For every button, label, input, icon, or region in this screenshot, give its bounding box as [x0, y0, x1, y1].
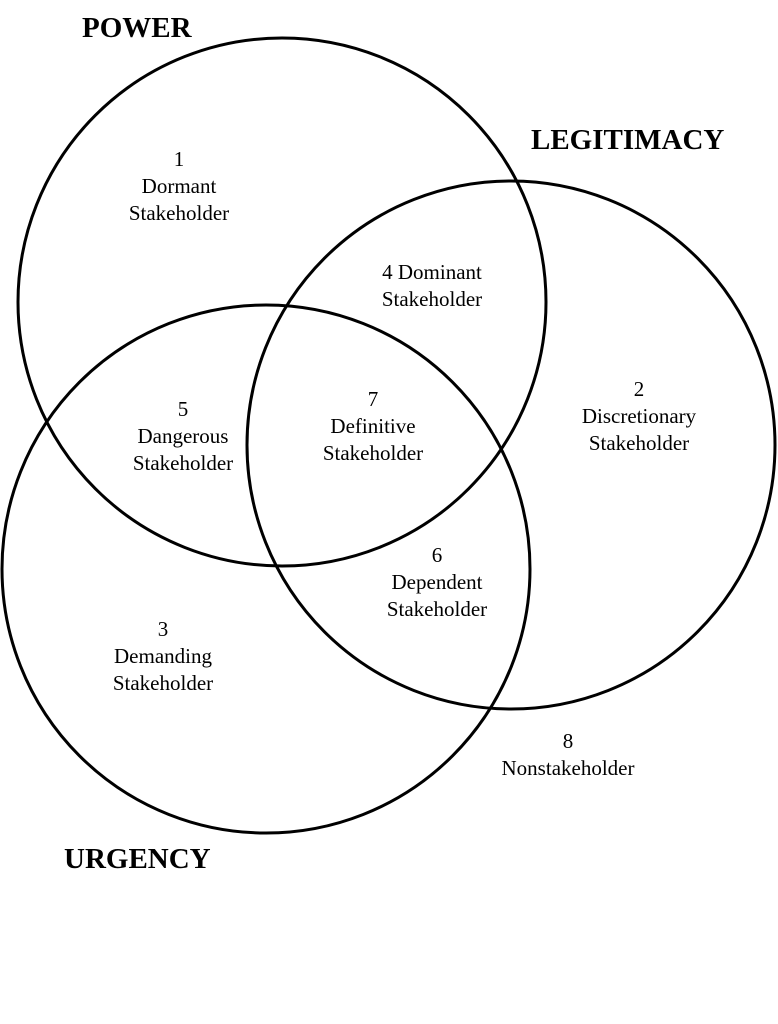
- region-name: Discretionary: [582, 404, 697, 428]
- region-name: Dangerous: [138, 424, 229, 448]
- power-circle: [16, 36, 548, 568]
- region-name: Dormant: [142, 174, 217, 198]
- region-name: Dependent: [392, 570, 483, 594]
- region-suffix: Stakeholder: [113, 671, 213, 695]
- region-suffix: Stakeholder: [133, 451, 233, 475]
- region-number: 1: [174, 147, 185, 171]
- region-demanding: 3 Demanding Stakeholder: [113, 617, 213, 695]
- region-number: 5: [178, 397, 189, 421]
- region-dormant: 1 Dormant Stakeholder: [129, 147, 229, 225]
- region-number: 7: [368, 387, 379, 411]
- region-name: Nonstakeholder: [502, 756, 635, 780]
- region-suffix: Stakeholder: [387, 597, 487, 621]
- region-dangerous: 5 Dangerous Stakeholder: [133, 397, 233, 475]
- region-name: 4 Dominant: [382, 260, 482, 284]
- legitimacy-circle: [245, 179, 777, 711]
- region-suffix: Stakeholder: [589, 431, 689, 455]
- power-label: POWER: [82, 12, 193, 44]
- region-name: Definitive: [330, 414, 415, 438]
- legitimacy-label: LEGITIMACY: [531, 124, 724, 156]
- region-dependent: 6 Dependent Stakeholder: [387, 543, 487, 621]
- region-definitive: 7 Definitive Stakeholder: [323, 387, 423, 465]
- region-number: 3: [158, 617, 169, 641]
- urgency-label: URGENCY: [64, 843, 211, 875]
- region-name: Demanding: [114, 644, 212, 668]
- region-suffix: Stakeholder: [382, 287, 482, 311]
- region-number: 6: [432, 543, 443, 567]
- region-number: 2: [634, 377, 645, 401]
- region-discretionary: 2 Discretionary Stakeholder: [582, 377, 697, 455]
- region-number: 8: [563, 729, 574, 753]
- urgency-circle: [0, 303, 532, 835]
- region-suffix: Stakeholder: [323, 441, 423, 465]
- region-dominant: 4 Dominant Stakeholder: [382, 260, 482, 311]
- region-suffix: Stakeholder: [129, 201, 229, 225]
- region-nonstakeholder: 8 Nonstakeholder: [502, 729, 635, 780]
